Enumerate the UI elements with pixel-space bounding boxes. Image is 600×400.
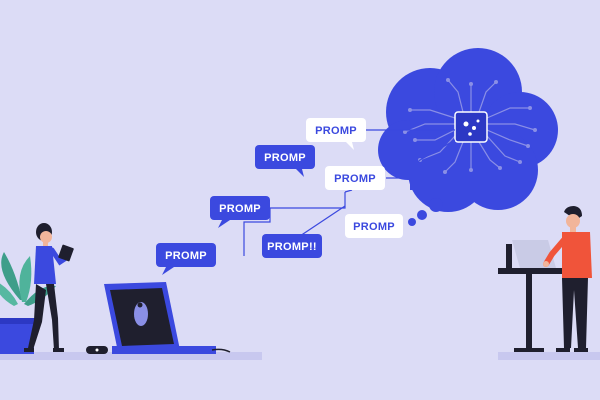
prompt-bubble-1-label: PROMP — [315, 125, 357, 137]
ground-left — [0, 352, 262, 360]
cpu-chip-icon — [454, 111, 488, 143]
prompt-bubble-2-label: PROMP — [264, 152, 306, 164]
prompt-bubble-1: PROMP — [306, 118, 366, 150]
circuit-nodes — [403, 78, 537, 174]
cloud-icon — [378, 48, 558, 212]
prompt-bubble-6-label: PROMP!! — [267, 241, 317, 253]
usb-device — [86, 346, 108, 354]
prompt-bubble-2: PROMP — [255, 145, 315, 177]
prompt-bubble-7: PROMP — [156, 243, 216, 275]
prompt-bubble-3: PROMP — [325, 166, 385, 190]
ground-right — [498, 352, 600, 360]
standing-desk — [498, 268, 572, 352]
person-woman — [24, 223, 74, 352]
prompt-bubble-6: PROMP!! — [262, 234, 322, 258]
mouse-shape-logo-icon — [134, 302, 148, 326]
prompt-bubble-4-label: PROMP — [219, 203, 261, 215]
circuit-lines — [404, 79, 536, 173]
prompt-bubble-5: PROMP — [345, 214, 403, 238]
prompt-bubble-4: PROMP — [210, 196, 270, 228]
prompt-bubble-7-label: PROMP — [165, 250, 207, 262]
laptop — [104, 282, 231, 354]
thought-dots — [408, 198, 443, 226]
person-man — [543, 206, 592, 352]
prompt-bubble-3-label: PROMP — [334, 173, 376, 185]
prompt-bubble-5-label: PROMP — [353, 221, 395, 233]
